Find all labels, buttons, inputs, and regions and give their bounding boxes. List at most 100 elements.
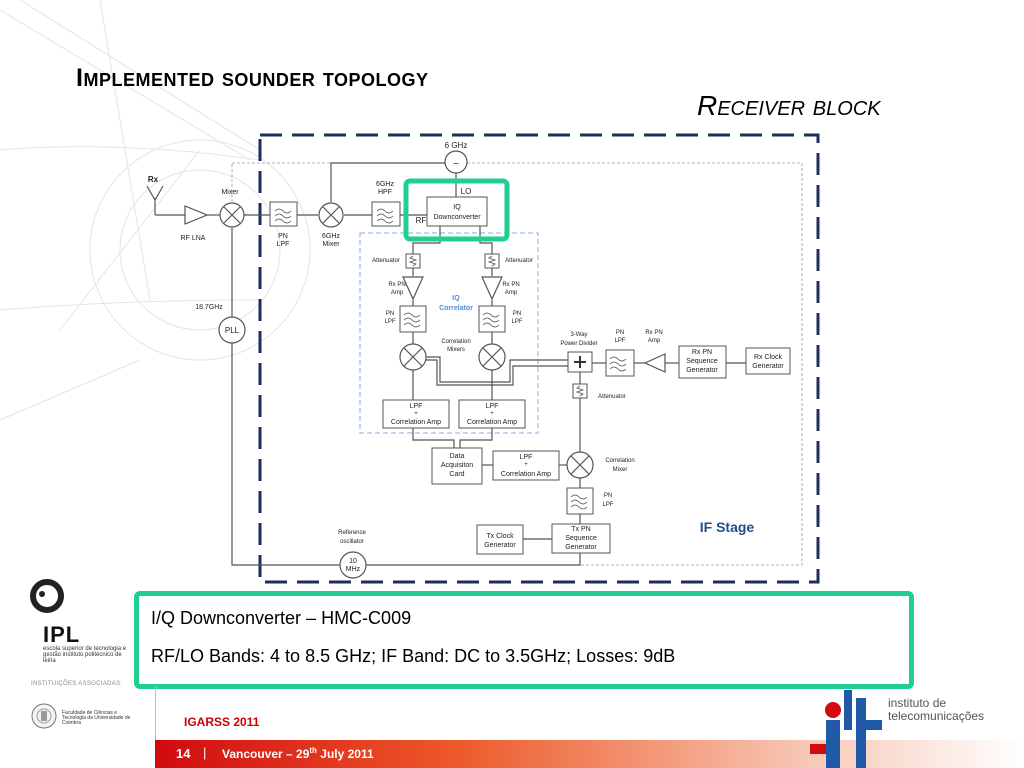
label-pn-lpf-ra: PN — [513, 311, 521, 317]
label-rf: RF — [416, 216, 427, 225]
receiver-boundary — [258, 133, 820, 584]
iq-downconverter-highlight — [403, 178, 510, 242]
page-number: 14 — [176, 746, 191, 761]
label-rx: Rx — [148, 175, 159, 184]
label-tx-pn-a: Tx PN — [571, 526, 590, 533]
label-lo: LO — [461, 187, 472, 196]
university-seal-icon — [31, 703, 57, 729]
label-rf-lna: RF LNA — [181, 235, 206, 242]
label-ref-10b: MHz — [346, 566, 361, 573]
mixer-6ghz — [318, 202, 344, 228]
label-rx-pn-amp-ca: Rx PN — [645, 330, 662, 336]
rx-pn-amp-right — [481, 276, 503, 301]
venue-date: Vancouver – 29th July 2011 — [222, 746, 374, 761]
conference-name: IGARSS 2011 — [184, 715, 260, 729]
label-lpf-amp-lc: Correlation Amp — [391, 419, 441, 426]
label-corr-mixers-b: Mixers — [447, 347, 465, 353]
label-mixer-6ghz-a: 6GHz — [322, 233, 340, 240]
label-tx-pn-b: Sequence — [565, 535, 597, 542]
label-ref-10a: 10 — [349, 558, 357, 565]
tx-clock-generator — [476, 524, 524, 555]
slide-subtitle: Receiver block — [697, 90, 881, 121]
label-lpf-amp-bb: + — [524, 462, 528, 468]
oscillator-6ghz — [444, 150, 468, 174]
venue-main: Vancouver – 29 — [222, 747, 310, 761]
label-mixer-6ghz-b: Mixer — [322, 241, 340, 248]
reference-10mhz — [339, 551, 367, 579]
label-pn-lpf-1b: LPF — [277, 241, 290, 248]
label-rx-pn-seq-b: Sequence — [686, 358, 718, 365]
label-pn-lpf-rb: LPF — [511, 319, 522, 325]
label-lpf-amp-rc: Correlation Amp — [467, 419, 517, 426]
label-pdiv-a: 3-Way — [570, 332, 587, 338]
lpf-corr-amp-bottom — [492, 450, 560, 481]
attenuator-left — [405, 253, 421, 269]
label-iq-correlator-a: IQ — [452, 295, 460, 302]
label-lpf-amp-lb: + — [414, 411, 418, 417]
footer-bar — [155, 740, 1024, 768]
label-lpf-amp-bc: Correlation Amp — [501, 471, 551, 478]
iq-downconverter-box — [426, 196, 488, 227]
lpf-corr-amp-right — [458, 399, 526, 429]
rx-pn-amp-left — [402, 276, 424, 301]
associated-institutions-label: INSTITUIÇÕES ASSOCIADAS: — [31, 681, 123, 687]
iq-correlator-boundary — [359, 232, 539, 434]
label-rx-pn-amp-lb: Amp — [391, 290, 404, 296]
label-lpf-amp-la: LPF — [410, 403, 423, 410]
label-pll: PLL — [225, 326, 240, 335]
venue-sup: th — [309, 746, 317, 755]
attenuator-center — [572, 383, 588, 399]
label-rx-pn-amp-cb: Amp — [648, 338, 661, 344]
rx-pn-amp-center — [643, 353, 666, 373]
label-pdiv-b: Power Divider — [560, 341, 597, 347]
label-hpf-a: 6GHz — [376, 181, 394, 188]
label-pn-lpf-cb: LPF — [614, 338, 625, 344]
label-osc-6ghz: 6 GHz — [445, 141, 468, 150]
label-pn-lpf-ca: PN — [616, 330, 624, 336]
rx-pn-sequence-generator — [678, 345, 727, 379]
label-iq-dc-b: Downconverter — [433, 214, 481, 221]
label-iq-dc-a: IQ — [453, 204, 461, 211]
ipl-subtitle: escola superior de tecnologia e gestão i… — [43, 646, 127, 664]
it-name-line-2: telecomunicações — [888, 709, 985, 723]
label-daq-c: Card — [449, 471, 464, 478]
info-line-1: I/Q Downconverter – HMC-C009 — [151, 608, 412, 628]
it-name-line-1: instituto de — [888, 696, 947, 710]
label-pn-lpf-lb: LPF — [384, 319, 395, 325]
label-iq-correlator-b: Correlator — [439, 305, 473, 312]
label-pn-lpf-1a: PN — [278, 233, 288, 240]
pn-lpf-center — [605, 349, 635, 377]
rx-clock-generator — [745, 347, 791, 375]
label-rx-pn-amp-la: Rx PN — [388, 282, 405, 288]
pn-lpf-right — [478, 305, 506, 333]
label-lpf-amp-ra: LPF — [486, 403, 499, 410]
label-osc-symbol: ~ — [453, 159, 459, 170]
label-pn-lpf-bb: LPF — [602, 502, 613, 508]
label-lpf-amp-rb: + — [490, 411, 494, 417]
label-rx-clk-a: Rx Clock — [754, 354, 783, 361]
data-acquisition-card — [431, 447, 483, 485]
pll-circle — [218, 316, 246, 344]
correlation-mixer-right — [478, 343, 506, 371]
footer-separator: | — [203, 745, 207, 760]
footer-divider — [155, 686, 156, 768]
tx-pn-sequence-generator — [551, 523, 611, 554]
slide-title: Implemented sounder topology — [76, 64, 429, 92]
correlation-mixer-bottom — [566, 451, 594, 479]
label-ref-osc-a: Reference — [338, 530, 366, 536]
label-rx-pn-seq-a: Rx PN — [692, 349, 712, 356]
label-hpf-b: HPF — [378, 189, 392, 196]
label-attenuator-center: Attenuator — [598, 394, 626, 400]
pn-lpf-left — [399, 305, 427, 333]
hpf-6ghz-filter — [371, 201, 401, 227]
rf-lna-amp — [184, 205, 209, 225]
label-attenuator-left: Attenuator — [372, 258, 400, 264]
label-rx-pn-amp-rb: Amp — [505, 290, 518, 296]
label-pn-lpf-ba: PN — [604, 493, 612, 499]
attenuator-right — [484, 253, 500, 269]
correlation-mixer-left — [399, 343, 427, 371]
ipl-logo-icon — [30, 579, 64, 613]
downconverter-info-box: I/Q Downconverter – HMC-C009 RF/LO Bands… — [134, 591, 914, 689]
university-name: Faculdade de Ciências e Tecnologia da Un… — [62, 710, 131, 726]
